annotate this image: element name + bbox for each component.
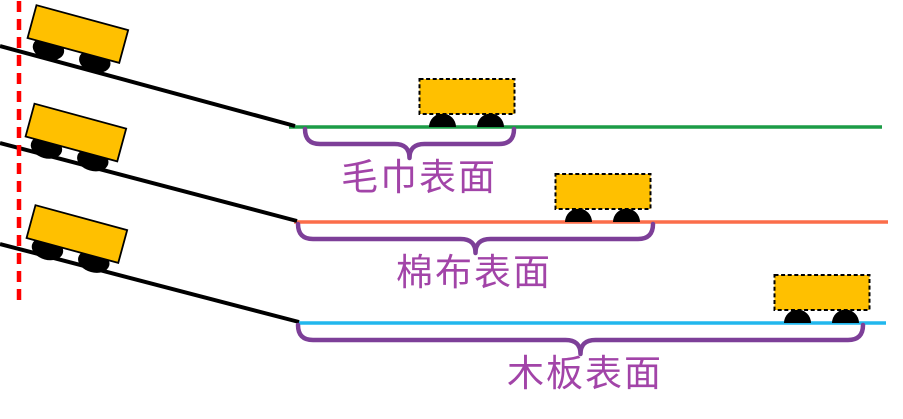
cart-body — [554, 173, 652, 210]
cart-wheel-left — [429, 113, 456, 127]
cart-body — [25, 204, 129, 265]
cart-on-incline-towel — [26, 4, 130, 73]
cart-stopped-wood-surface — [773, 274, 871, 323]
cotton-distance-brace — [295, 221, 656, 256]
towel-distance-brace — [302, 126, 517, 161]
cart-stopped-cotton-surface — [554, 173, 652, 222]
cart-wheel-left — [565, 208, 592, 222]
cart-body — [26, 4, 130, 65]
label-cotton-surface: 棉布表面 — [396, 251, 552, 294]
wood-distance-brace — [295, 322, 866, 357]
cart-body — [418, 78, 516, 115]
cart-on-incline-cotton — [24, 102, 128, 172]
cart-on-incline-wood — [25, 204, 129, 273]
label-towel-surface: 毛巾表面 — [341, 156, 497, 199]
cart-stopped-towel-surface — [418, 78, 516, 127]
cart-body — [24, 102, 128, 163]
cart-wheel-right — [613, 208, 640, 222]
cart-wheel-right — [832, 309, 859, 323]
label-wood-surface: 木板表面 — [507, 352, 663, 395]
cart-wheel-right — [477, 113, 504, 127]
cart-body — [773, 274, 871, 311]
cart-wheel-left — [784, 309, 811, 323]
